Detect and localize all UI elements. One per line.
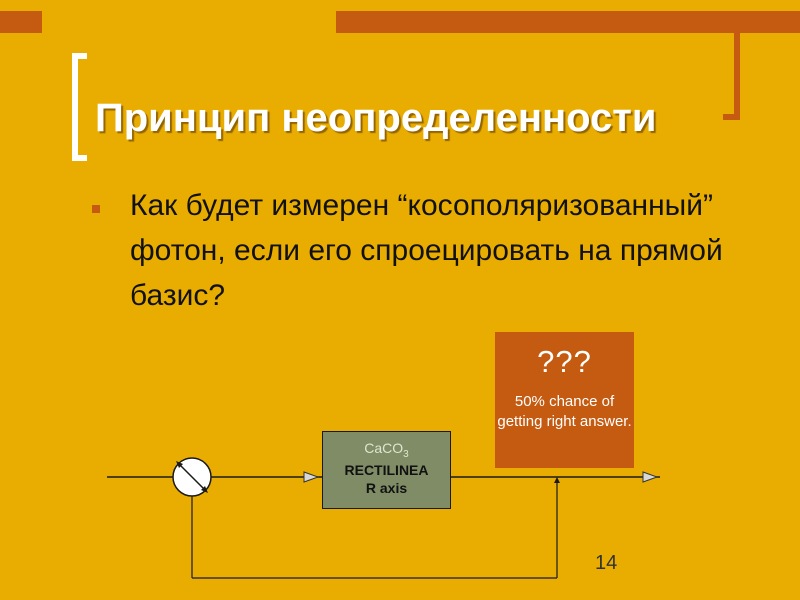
page-number: 14	[595, 552, 618, 574]
crystal-subscript: 3	[403, 448, 409, 460]
crystal-label-line1: RECTILINEA	[344, 461, 429, 478]
question-box: ??? 50% chance of getting right answer.	[495, 332, 634, 468]
right-bracket-icon	[723, 22, 740, 120]
bullet-text: Как будет измерен “косополяризованный” ф…	[130, 189, 723, 312]
crystal-label-line2: R axis	[365, 479, 408, 496]
top-bar-left	[0, 11, 42, 33]
left-bracket-icon	[72, 53, 87, 161]
caco3-crystal-box: CaCO3 RECTILINEA R axis	[322, 431, 451, 509]
top-bar-right	[336, 11, 800, 33]
crystal-formula: CaCO	[364, 440, 404, 456]
probability-note: 50% chance of getting right answer.	[497, 393, 632, 430]
question-marks: ???	[537, 344, 592, 379]
page-title: Принцип неопределенности	[95, 96, 657, 140]
bullet-marker	[92, 205, 100, 213]
